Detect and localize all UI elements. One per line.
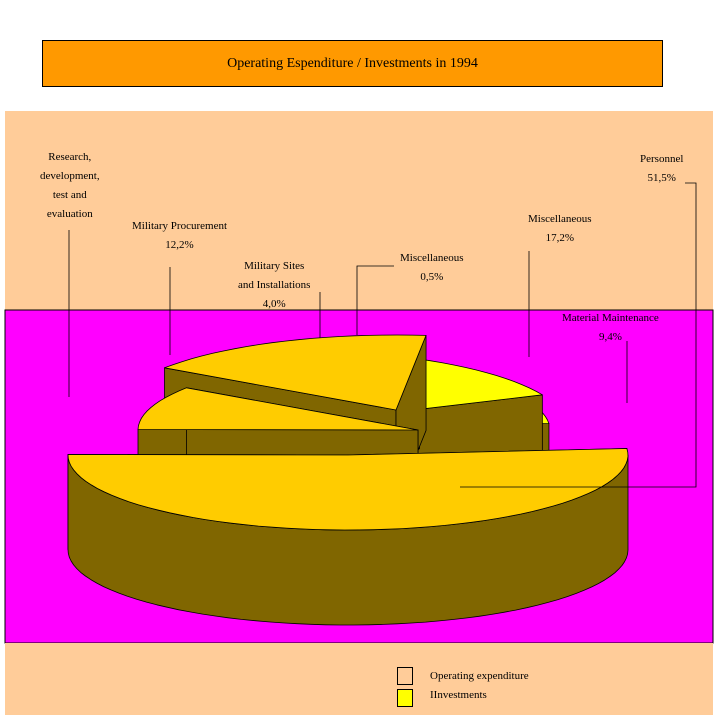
chart-title: Operating Espenditure / Investments in 1… (42, 40, 663, 87)
leader-line-3 (356, 265, 394, 335)
slice-2-top (164, 334, 427, 411)
slice-1-top (137, 387, 419, 431)
legend-label-investments: IInvestments (430, 689, 487, 701)
legend-label-operating: Operating expenditure (430, 670, 529, 682)
legend-swatch-investments (397, 689, 413, 707)
pie (67, 334, 629, 626)
legend-swatch-operating (397, 667, 413, 685)
upper-band (5, 111, 713, 311)
leader-line-0 (460, 182, 697, 488)
slice-0-top (67, 448, 629, 531)
leader-lines (68, 182, 697, 488)
lower-band (5, 643, 713, 715)
